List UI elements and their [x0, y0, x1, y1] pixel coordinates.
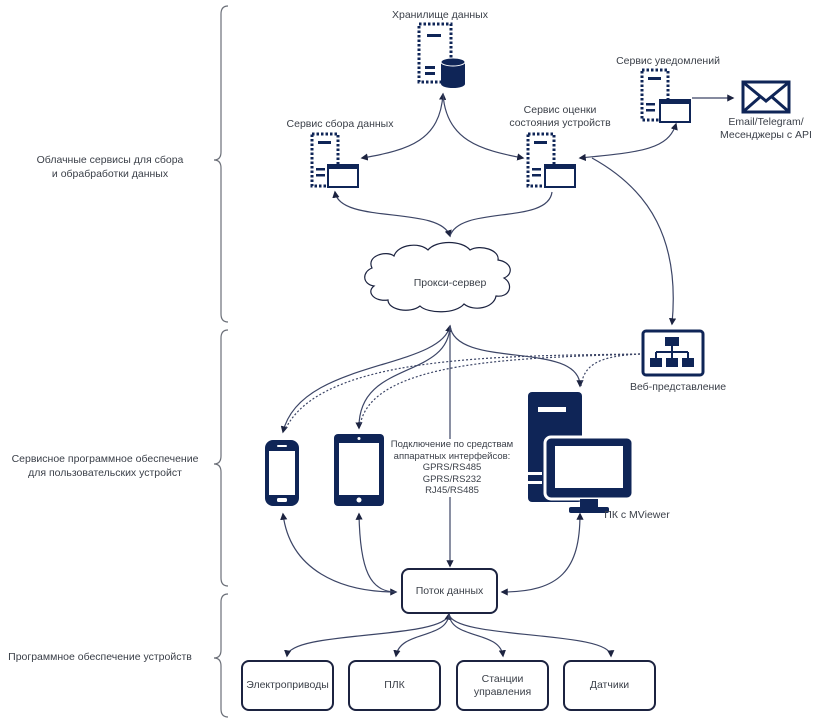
link-tablet-dataflow — [355, 512, 397, 593]
link-web-pc — [580, 353, 641, 387]
envelope-icon — [741, 80, 791, 114]
link-evaluator-web — [591, 157, 677, 326]
desktop-pc-icon — [528, 392, 635, 513]
smartphone-icon — [265, 440, 299, 506]
notifier-label: Сервис уведомлений — [616, 55, 720, 67]
proxy-label: Прокси-сервер — [413, 277, 487, 289]
web-label: Веб-представление — [629, 381, 727, 393]
device-box-drives: Электроприводы — [241, 660, 334, 711]
pc-label: ПК с MViewer — [604, 509, 670, 521]
bracket-cloud-layer — [213, 5, 229, 323]
link-proxy-pc — [449, 325, 584, 388]
link-storage-collector — [360, 92, 447, 161]
bracket-device-layer — [213, 593, 229, 718]
link-web-tablet — [359, 353, 641, 427]
link-dataflow-stations — [448, 613, 506, 658]
link-web-smartphone — [284, 353, 641, 431]
sitemap-icon — [641, 329, 705, 377]
link-collector-proxy — [332, 190, 452, 238]
link-dataflow-drives — [284, 612, 452, 658]
server-window-icon-evaluator — [526, 132, 576, 188]
link-dataflow-sensors — [448, 613, 615, 658]
collector-label: Сервис сбора данных — [286, 118, 394, 130]
evaluator-label: Сервис оценки состояния устройств — [509, 104, 611, 129]
interfaces-label: Подключение по средствам аппаратных инте… — [386, 439, 518, 497]
messaging-label: Email/Telegram/ Месенджеры с API — [720, 116, 812, 141]
link-evaluator-proxy — [449, 191, 553, 237]
cloud-icon — [364, 241, 511, 313]
link-proxy-tablet — [355, 325, 451, 430]
device-box-sensors: Датчики — [563, 660, 656, 711]
device-box-plc: ПЛК — [348, 660, 441, 711]
link-proxy-smartphone — [280, 324, 453, 434]
layer-label-device: Программное обеспечение устройств — [8, 651, 192, 663]
link-storage-evaluator — [442, 93, 525, 161]
storage-label: Хранилище данных — [392, 9, 488, 21]
layer-label-cloud: Облачные сервисы для сбора и обрабработк… — [36, 154, 184, 180]
database-server-icon — [417, 22, 466, 88]
server-window-icon-notifier — [640, 68, 691, 123]
server-window-icon-collector — [310, 132, 359, 188]
layer-label-service: Сервисное программное обеспечение для по… — [11, 453, 199, 479]
link-dataflow-plc — [393, 613, 450, 658]
tablet-icon — [334, 434, 384, 506]
link-evaluator-notifier — [578, 122, 678, 162]
dataflow-box: Поток данных — [401, 568, 498, 614]
link-pc-dataflow — [500, 512, 584, 596]
link-smartphone-dataflow — [280, 512, 398, 596]
bracket-service-layer — [213, 329, 229, 587]
device-box-stations: Станции управления — [456, 660, 549, 711]
